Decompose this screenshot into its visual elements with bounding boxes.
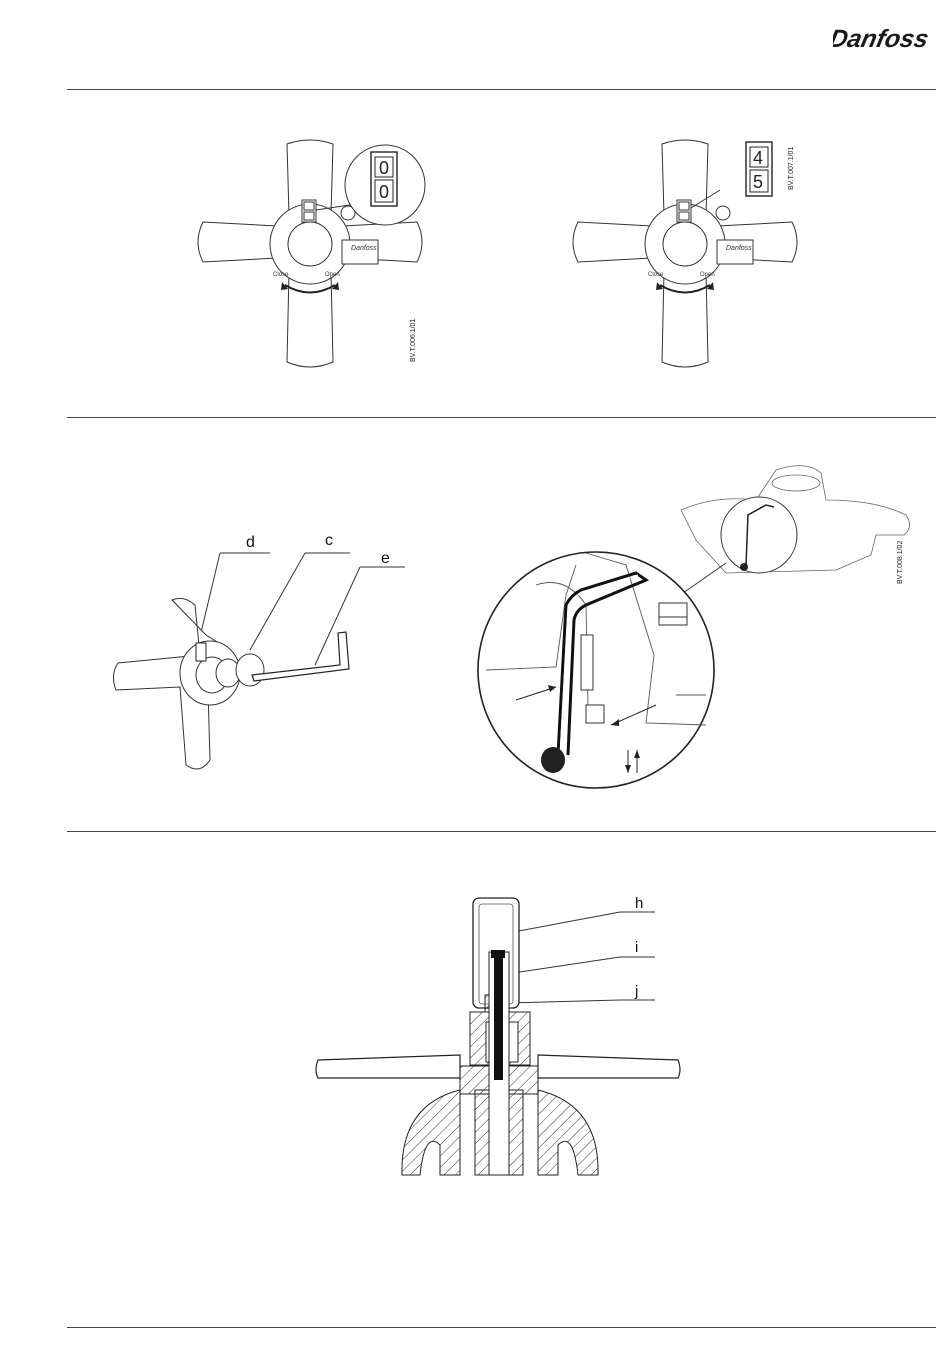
close-mark-right: Close (648, 272, 664, 278)
handwheel-figure-left: Close Open Danfoss 0 0 (185, 130, 435, 375)
handwheel-figure-right: Close Open Danfoss 4 5 (560, 130, 810, 375)
open-mark-left: Open (325, 272, 340, 278)
callout-c: c (325, 532, 333, 549)
footer-rule (67, 1327, 936, 1328)
dial-top-digit-right: 4 (753, 148, 763, 168)
callout-e: e (381, 550, 390, 567)
handwheel-logo-left: Danfoss (351, 245, 377, 252)
cross-section-figure: h i j (310, 890, 690, 1180)
hex-key-figure: d c e (100, 525, 430, 780)
dial-bottom-digit-left: 0 (379, 182, 389, 202)
handwheel-logo-right: Danfoss (726, 245, 752, 252)
danfoss-logo: Danfoss (833, 14, 945, 60)
dial-top-digit-left: 0 (379, 158, 389, 178)
callout-j: j (634, 983, 638, 1000)
figure-code-4: BV.T.008.1/02 (897, 541, 904, 584)
figure-code-1: BV.T.006.1/01 (410, 319, 417, 362)
dial-bottom-digit-right: 5 (753, 172, 763, 192)
header-rule (67, 89, 936, 90)
close-mark-left: Close (273, 272, 289, 278)
callout-h: h (635, 895, 643, 912)
open-mark-right: Open (700, 272, 715, 278)
figure-code-2: BV.T.007.1/01 (788, 147, 795, 190)
danfoss-logo-text: Danfoss (833, 25, 931, 53)
callout-i: i (635, 939, 638, 956)
section-rule-1 (67, 417, 936, 418)
callout-d: d (246, 534, 255, 551)
adjustment-closeup-figure (476, 455, 916, 795)
section-rule-2 (67, 831, 936, 832)
